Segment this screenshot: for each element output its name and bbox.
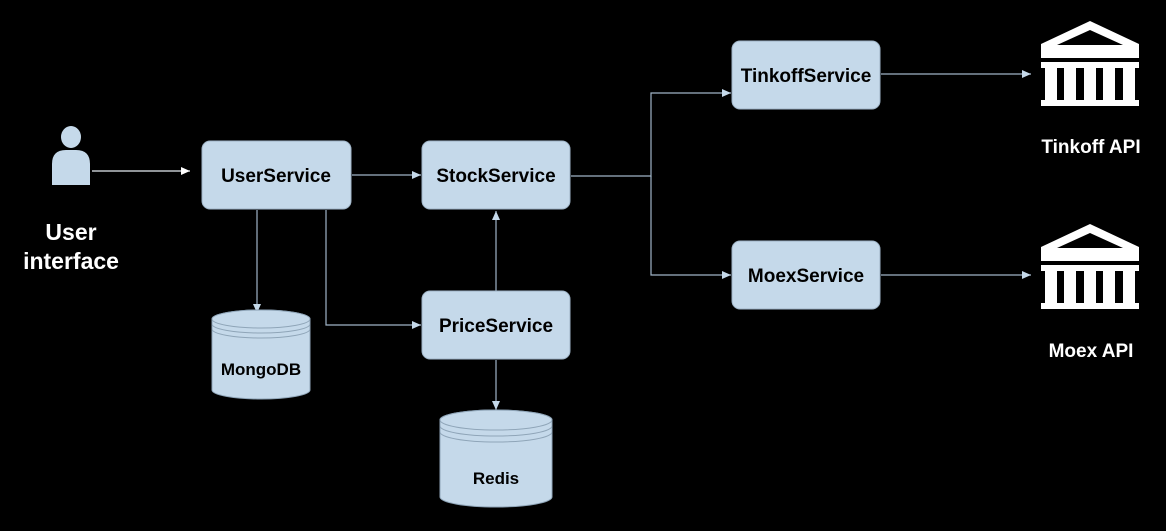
tinkoffservice-node[interactable]: TinkoffService — [731, 40, 881, 110]
user-label-line1: User — [45, 219, 96, 245]
user-label-line2: interface — [23, 248, 119, 274]
database-cylinder-icon — [211, 309, 311, 400]
mongodb-label: MongoDB — [221, 360, 301, 379]
user-icon — [52, 126, 90, 185]
moexservice-label: MoexService — [748, 266, 864, 287]
edge-stockservice-to-tinkoffservice — [571, 89, 731, 177]
moex-api-label: Moex API — [1049, 341, 1134, 362]
priceservice-label: PriceService — [439, 316, 553, 337]
edge-userservice-to-priceservice — [325, 210, 421, 329]
stockservice-label: StockService — [436, 166, 555, 187]
userservice-label: UserService — [221, 166, 331, 187]
priceservice-node[interactable]: PriceService — [421, 290, 571, 360]
userservice-node[interactable]: UserService — [201, 140, 352, 210]
bank-building-icon — [1041, 21, 1139, 106]
user-node: User interface — [23, 126, 119, 274]
redis-node[interactable]: Redis — [439, 409, 553, 508]
moexservice-node[interactable]: MoexService — [731, 240, 881, 310]
moex-api-node: Moex API — [1041, 224, 1139, 362]
redis-label: Redis — [473, 469, 519, 488]
mongodb-node[interactable]: MongoDB — [211, 309, 311, 400]
tinkoff-api-label: Tinkoff API — [1041, 137, 1140, 158]
edge-stockservice-to-moexservice — [650, 176, 731, 279]
tinkoff-api-node: Tinkoff API — [1041, 21, 1141, 158]
tinkoffservice-label: TinkoffService — [741, 66, 872, 87]
database-cylinder-icon — [439, 409, 553, 508]
stockservice-node[interactable]: StockService — [421, 140, 571, 210]
bank-building-icon — [1041, 224, 1139, 309]
edges — [92, 70, 1031, 410]
